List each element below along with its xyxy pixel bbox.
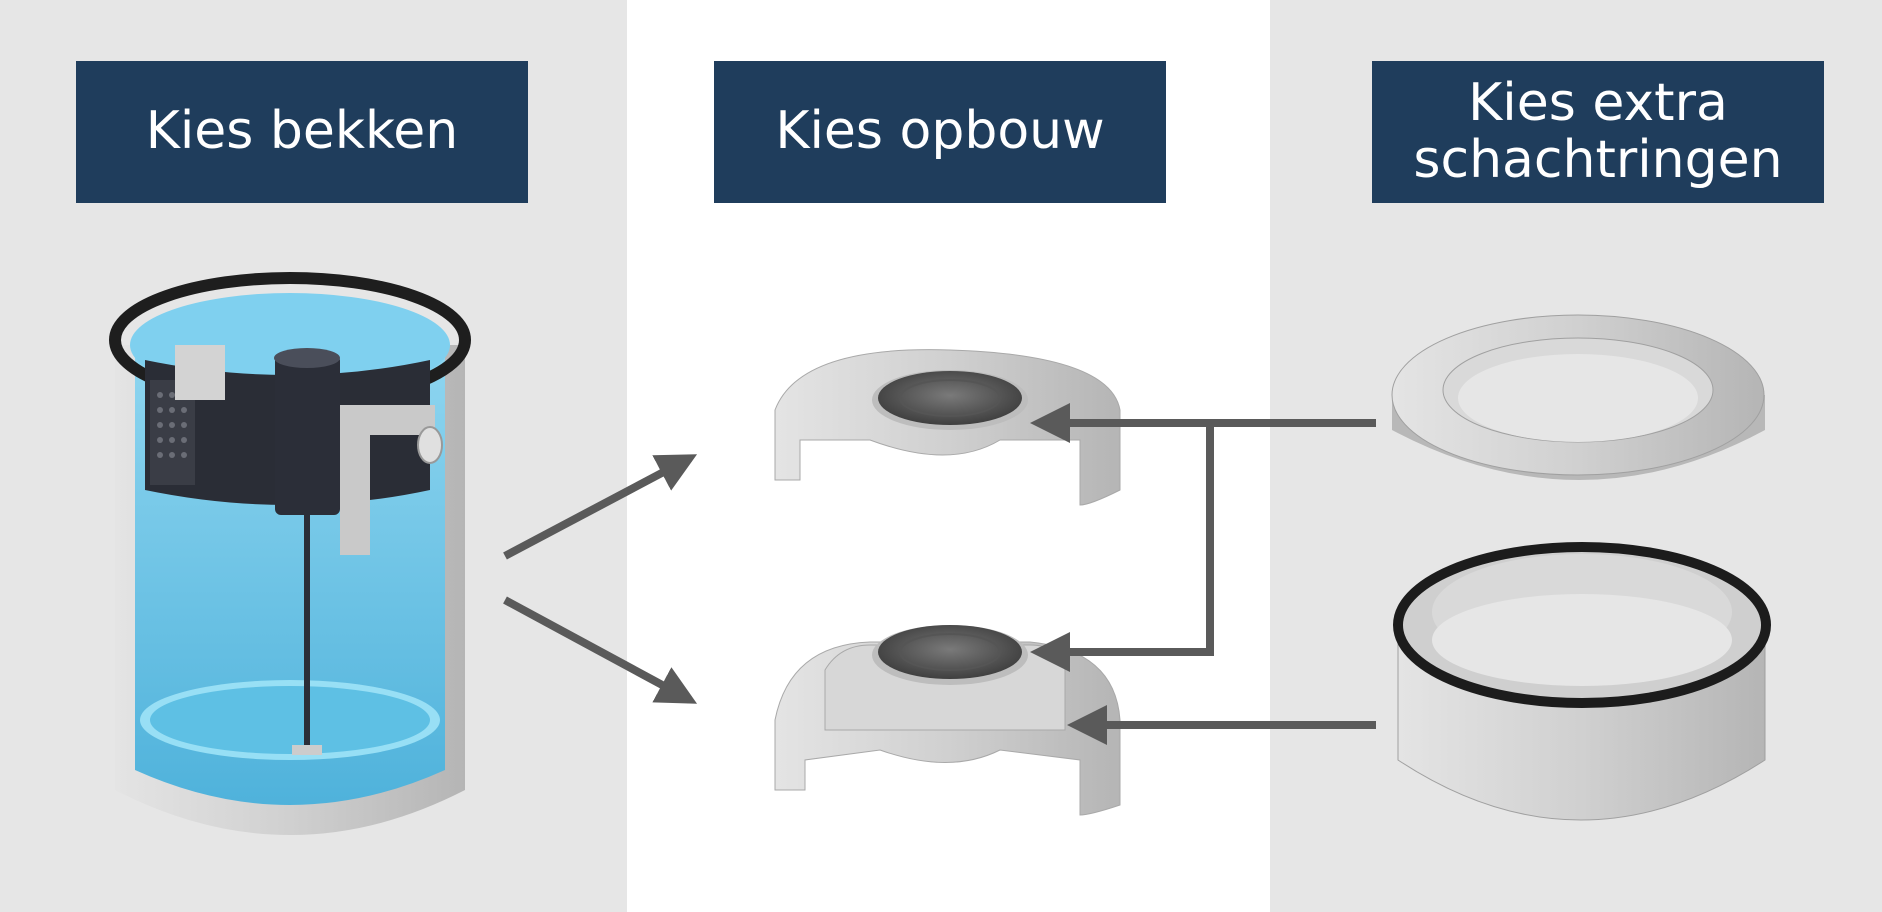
cover-plate-with-ring-icon [774, 625, 1121, 816]
step-label-shaft-rings: Kies extra schachtringen [1372, 61, 1824, 203]
step-label-shaft-rings-line1: Kies extra [1468, 72, 1728, 133]
shaft-ring-icon [1393, 542, 1771, 821]
step-label-build-up: Kies opbouw [714, 61, 1166, 203]
connector-arrows [503, 403, 1376, 745]
cover-plate-icon [774, 349, 1121, 506]
basin-cutaway-icon [109, 272, 471, 835]
arrow-basin-to-bottom-build-up [503, 596, 698, 704]
step-label-basin: Kies bekken [76, 61, 528, 203]
arrow-basin-to-top-build-up [503, 454, 698, 560]
adjustment-ring-icon [1391, 314, 1765, 480]
step-label-shaft-rings-line2: schachtringen [1413, 130, 1783, 190]
step-label-build-up-text: Kies opbouw [775, 101, 1105, 162]
step-label-basin-text: Kies bekken [145, 101, 459, 162]
arrow-adjustment-ring-to-bottom-build-up [1030, 423, 1214, 672]
